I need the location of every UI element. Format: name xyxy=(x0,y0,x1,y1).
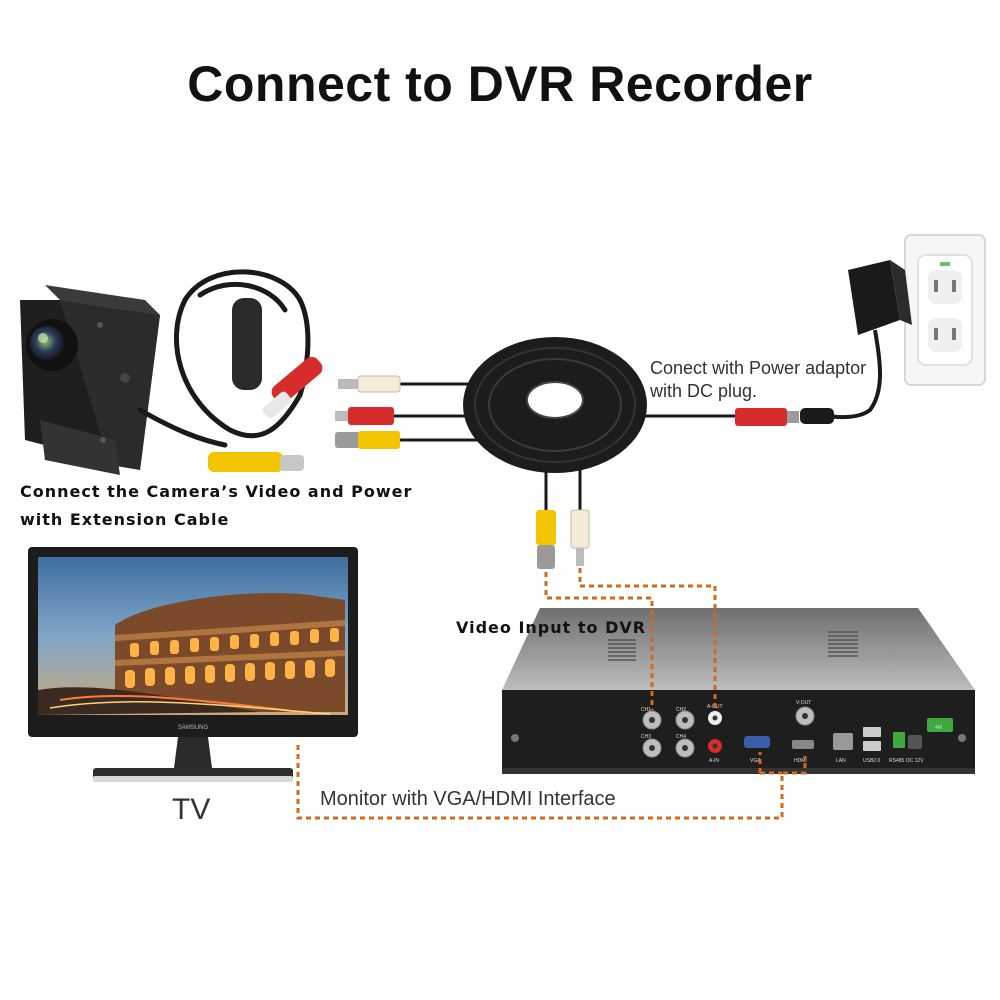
down-white-rca-plug xyxy=(570,509,590,549)
dvr-usb-port-1 xyxy=(863,727,881,737)
dashed-connection-lines xyxy=(296,568,807,820)
dvr-label-hdmi: HDMI xyxy=(794,758,807,764)
monitor-stand-neck xyxy=(174,737,212,768)
dvr-label-ch3: CH3 xyxy=(641,734,651,740)
camera-connect-label-2: with Extension Cable xyxy=(20,510,230,529)
dashed-audio-line xyxy=(578,568,717,708)
dvr-label-rs485: RS485 xyxy=(889,758,905,764)
dvr-rca-ports xyxy=(708,711,722,753)
dvr-other-ports xyxy=(744,718,953,751)
power-label-2: with DC plug. xyxy=(650,381,758,401)
dvr-label-badge: 4M xyxy=(935,725,942,731)
monitor-interface-label: Monitor with VGA/HDMI Interface xyxy=(320,788,616,810)
dvr-rear-panel xyxy=(502,690,975,772)
dvr-label-ch4: CH4 xyxy=(676,734,686,740)
tv-brand: SAMSUNG xyxy=(178,725,209,731)
dvr-vent-right xyxy=(828,631,858,657)
mini-box-camera-icon xyxy=(20,285,160,475)
dvr-hdmi-port xyxy=(792,740,814,749)
dvr-label-a-in: A-IN xyxy=(709,758,719,764)
dvr-dc-port xyxy=(908,735,922,749)
cable-ferrite-core xyxy=(232,298,262,390)
pigtail-red-plug xyxy=(262,356,323,419)
tv-label: TV xyxy=(172,793,211,826)
dvr-label-v-out: V-OUT xyxy=(796,700,811,706)
camera-pigtail-cable xyxy=(137,269,311,448)
extension-plug-red-dc xyxy=(335,407,394,425)
dvr-usb-port-2 xyxy=(863,741,881,751)
down-yellow-bnc-plug xyxy=(536,510,556,545)
coiled-extension-cable-icon xyxy=(463,337,647,473)
extension-cable-leads-down xyxy=(536,470,590,569)
dvr-bnc-ports xyxy=(642,706,815,758)
wall-outlet-icon xyxy=(904,234,986,386)
power-adapter-icon xyxy=(800,260,912,424)
dvr-label-ch1: CH1 xyxy=(641,707,651,713)
pigtail-yellow-bnc xyxy=(208,452,304,472)
extension-plug-yellow-bnc xyxy=(335,431,400,449)
dvr-label-dc: DC 12V xyxy=(906,758,924,764)
dvr-label-usb: USB2.0 xyxy=(863,758,880,764)
page-title: Connect to DVR Recorder xyxy=(187,56,813,112)
dashed-monitor-line xyxy=(296,745,807,820)
dvr-label-vga: VGA xyxy=(750,758,761,764)
camera-connect-label-1: Connect the Camera’s Video and Power xyxy=(20,482,413,501)
dvr-badge xyxy=(927,718,953,732)
dvr-rs485-port xyxy=(893,732,905,748)
video-input-label: Video Input to DVR xyxy=(456,618,647,637)
dvr-vga-port xyxy=(744,736,770,748)
dvr-vent-left xyxy=(608,639,636,661)
dvr-lan-port xyxy=(833,733,853,750)
dvr-label-lan: LAN xyxy=(836,758,846,764)
extension-plug-white-rca xyxy=(338,375,401,393)
power-label-1: Conect with Power adaptor xyxy=(650,358,867,378)
dvr-label-ch2: CH2 xyxy=(676,707,686,713)
dashed-video-line xyxy=(544,572,654,710)
extension-cable-lead-right xyxy=(640,408,799,426)
monitor-icon: SAMSUNG xyxy=(28,547,358,782)
